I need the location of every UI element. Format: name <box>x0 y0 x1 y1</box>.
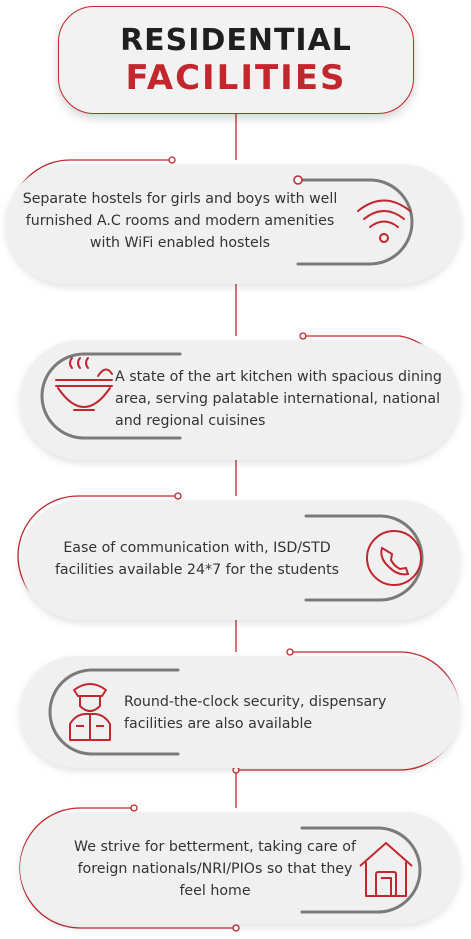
title-line-1: RESIDENTIAL <box>120 23 352 58</box>
connector-dot <box>232 924 240 932</box>
facility-text-foreign-nationals: We strive for betterment, taking care of… <box>74 839 356 899</box>
arc-accent <box>296 178 414 266</box>
security-guard-icon <box>69 683 111 741</box>
facility-text-communication: Ease of communication with, ISD/STD faci… <box>54 540 340 578</box>
connector-dot <box>168 156 176 164</box>
wifi-icon <box>357 199 411 243</box>
facility-text-hostels: Separate hostels for girls and boys with… <box>22 191 338 251</box>
facility-card-foreign-nationals <box>20 812 460 924</box>
title-banner: RESIDENTIAL FACILITIES <box>58 6 414 114</box>
title-line-2: FACILITIES <box>125 58 347 98</box>
connector-dot <box>299 332 307 340</box>
arc-accent <box>48 668 180 756</box>
facility-text-kitchen: A state of the art kitchen with spacious… <box>115 369 442 429</box>
connector-dot <box>130 804 138 812</box>
food-bowl-icon <box>55 357 113 411</box>
arc-accent <box>40 352 182 440</box>
facility-text-security: Round-the-clock security, dispensary fac… <box>124 694 387 732</box>
phone-icon <box>366 530 422 586</box>
home-icon <box>359 842 413 897</box>
arc-accent <box>300 826 422 914</box>
facility-card-kitchen <box>20 340 460 460</box>
arc-accent <box>304 514 424 602</box>
connector-dot <box>174 492 182 500</box>
facility-card-security <box>20 656 460 768</box>
connector-dot <box>286 648 294 656</box>
accent-dot <box>293 175 303 185</box>
